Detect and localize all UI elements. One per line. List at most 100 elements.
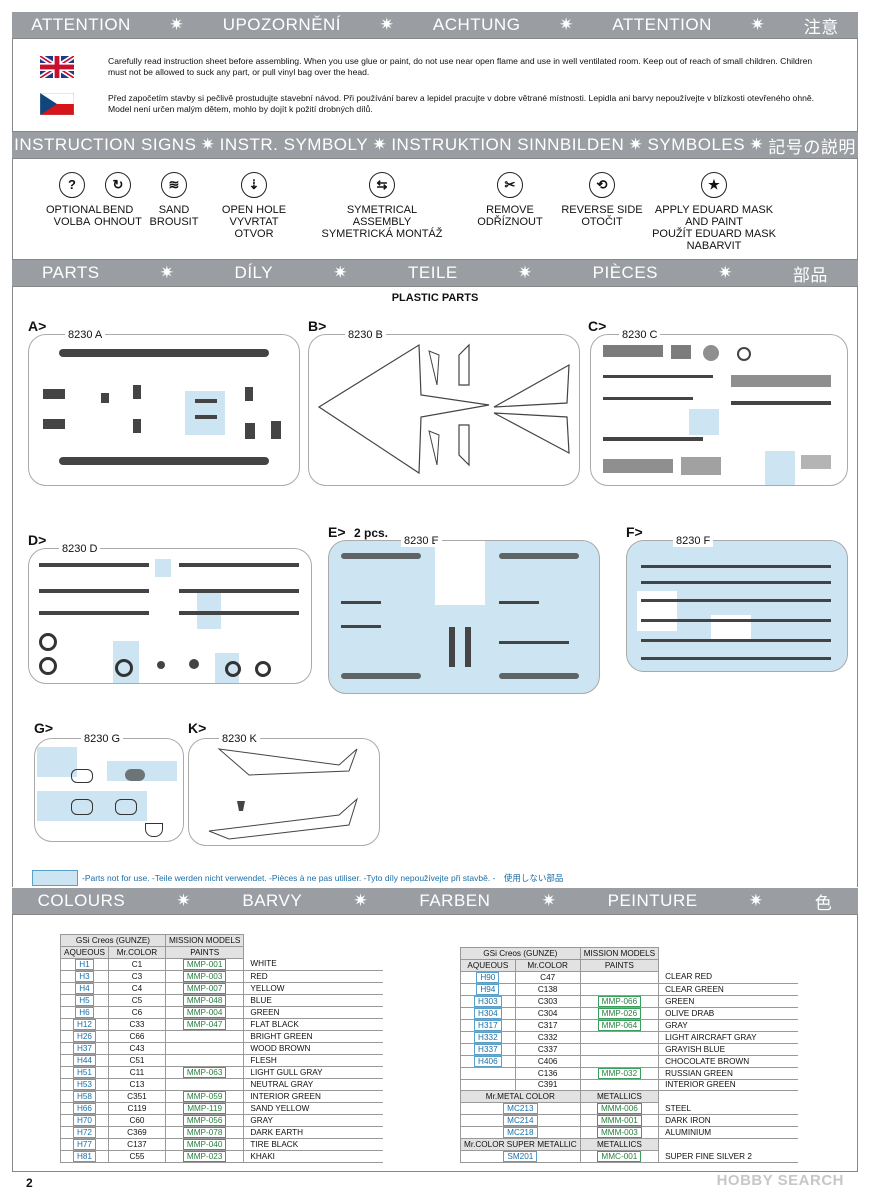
plastic-parts-title: PLASTIC PARTS [391, 292, 479, 304]
aqueous-code: H6 [75, 1006, 94, 1018]
aqueous-code: H304 [474, 1007, 502, 1019]
mrcolor-code: C60 [107, 1113, 166, 1127]
watermark: HOBBY SEARCH [716, 1172, 844, 1189]
mission-code: MMP-063 [182, 1066, 227, 1078]
paint-row: H51 C11 MMP-063 LIGHT GULL GRAY [60, 1065, 384, 1079]
colours-band: COLOURS✷BARVY✷FARBEN✷PEINTURE✷色 [12, 888, 858, 914]
aqueous-code: H26 [72, 1030, 96, 1042]
mission-code: MMP-064 [597, 1019, 642, 1031]
mission-header: MISSION MODELS [579, 947, 660, 960]
mrcolor-code: C33 [107, 1017, 166, 1031]
colour-name: SAND YELLOW [243, 1102, 384, 1115]
parts-separator-icon: ✷ [159, 263, 175, 282]
aqueous-code: H5 [75, 994, 94, 1006]
parts-separator-icon: ✷ [333, 263, 348, 282]
sprue-k-letter: K> [188, 720, 207, 736]
sign-icon: ⇣ [241, 172, 267, 198]
instruction-page: ATTENTION✷UPOZORNĚNÍ✷ACHTUNG✷ATTENTION✷注… [12, 0, 858, 1200]
colours-box [12, 914, 858, 1172]
colour-name: YELLOW [243, 982, 384, 995]
sprue-g-letter: G> [34, 720, 54, 736]
mission-code: MMP-078 [182, 1126, 227, 1138]
sign-icon: ↻ [105, 172, 131, 198]
aqueous-code: H51 [72, 1066, 96, 1078]
mrcolor-code: C51 [107, 1053, 166, 1067]
colour-name: ALUMINIUM [658, 1126, 799, 1140]
sign-label: OPTIONAL [46, 204, 102, 216]
mrcolor-code: C119 [107, 1101, 166, 1115]
mrcolor-code: C4 [107, 981, 166, 995]
parts-separator-icon: ✷ [517, 263, 533, 282]
colour-name: LIGHT GULL GRAY [243, 1066, 384, 1079]
sprue-g: 8230 G [34, 733, 184, 842]
colour-name: FLAT BLACK [243, 1018, 384, 1031]
sprue-a-letter: A> [28, 318, 47, 334]
sprue-e-name: 8230 E [401, 535, 442, 547]
sprue-c-name: 8230 C [619, 329, 661, 341]
metallic-code: MMM-006 [596, 1103, 642, 1115]
aqueous-header: AQUEOUS [60, 945, 109, 959]
sprue-d-letter: D> [28, 532, 47, 548]
sprue-e: 8230 E [328, 535, 600, 694]
mrcolor-code: C1 [107, 957, 166, 971]
sign-icon: ✂ [497, 172, 523, 198]
sprue-k-name: 8230 K [219, 733, 260, 745]
metallic-code: MMM-003 [596, 1127, 642, 1139]
mission-code: MMP-119 [183, 1102, 227, 1114]
attention-label: UPOZORNĚNÍ [222, 15, 342, 34]
signs-separator-icon: ✷ [628, 135, 644, 154]
mrcolor-code: C11 [107, 1065, 166, 1079]
sign-label: VOLBA [53, 216, 91, 228]
sign-label: SYMETRICAL ASSEMBLY [346, 204, 418, 228]
colours-separator-icon: ✷ [541, 891, 557, 910]
gsi-header: GSi Creos (GUNZE) [460, 947, 581, 960]
sprue-a-name: 8230 A [65, 329, 106, 341]
attention-separator-icon: ✷ [558, 15, 574, 34]
mrcolor-code: C6 [107, 1005, 166, 1019]
sprue-f-letter: F> [626, 524, 643, 540]
sign-label: AND PAINT [685, 216, 743, 228]
aqueous-code: H58 [72, 1090, 96, 1102]
attention-band: ATTENTION✷UPOZORNĚNÍ✷ACHTUNG✷ATTENTION✷注… [12, 12, 858, 38]
sprue-e-quantity: 2 pcs. [354, 526, 389, 540]
parts-box [12, 286, 858, 887]
mrcolor-code: C351 [107, 1089, 166, 1103]
sign-icon: ⟲ [589, 172, 615, 198]
aqueous-code: H317 [474, 1019, 502, 1031]
super-metallic-header: Mr.COLOR SUPER METALLIC [460, 1138, 581, 1151]
mrcolor-code: C304 [514, 1006, 581, 1020]
mrcolor-code: C391 [514, 1078, 581, 1092]
super-metal-code: SM201 [503, 1150, 538, 1162]
attention-separator-icon: ✷ [750, 15, 766, 34]
colour-name: FLESH [243, 1054, 384, 1067]
warning-english: Carefully read instruction sheet before … [12, 56, 828, 78]
metal-header: Mr.METAL COLOR [460, 1090, 581, 1104]
aqueous-code: H70 [72, 1114, 96, 1126]
mrcolor-code: C136 [514, 1066, 581, 1080]
sign-icon: ? [59, 172, 85, 198]
mission-code: MMP-032 [597, 1067, 642, 1079]
sign-label: REVERSE SIDE [561, 204, 643, 216]
sign-label: POUŽÍT EDUARD MASK [652, 228, 776, 240]
sprue-f: 8230 F [626, 535, 848, 672]
sprue-b-letter: B> [308, 318, 327, 334]
sprue-d-name: 8230 D [59, 543, 101, 555]
